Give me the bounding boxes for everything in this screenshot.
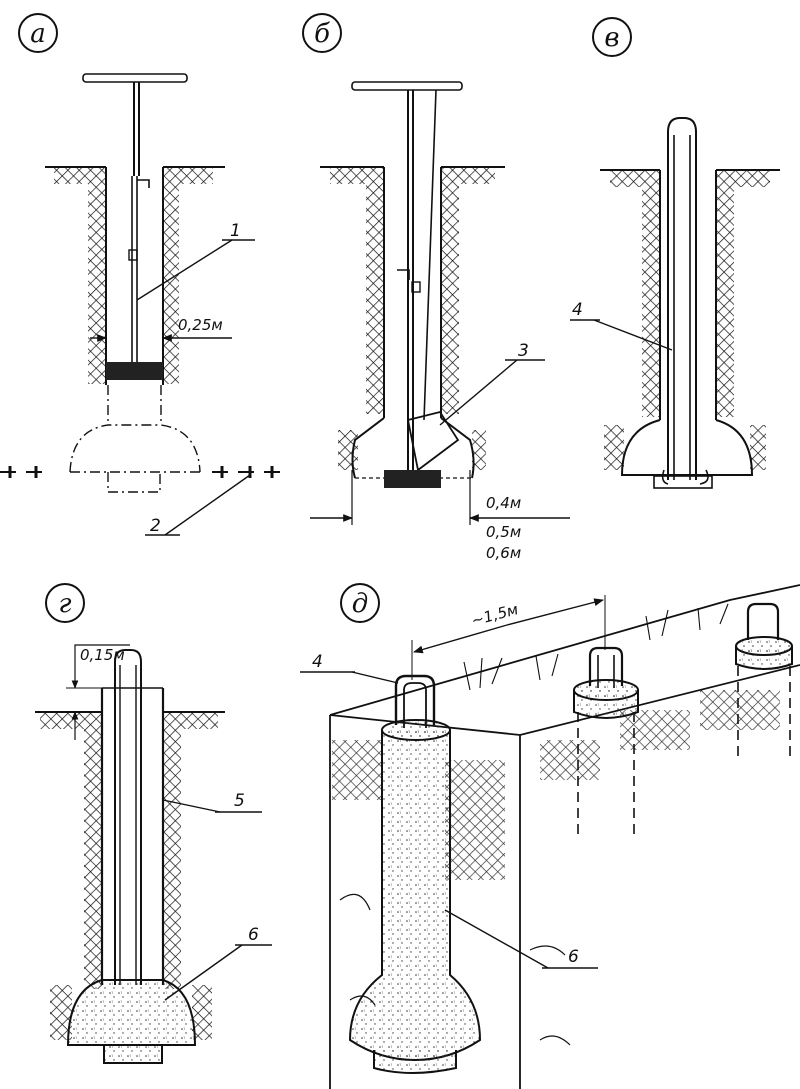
dim-pile-spacing: ~1,5м: [469, 600, 520, 630]
panel-v: в 4: [570, 17, 780, 489]
panel-b-letter: б: [302, 13, 342, 53]
svg-text:г: г: [58, 589, 71, 619]
rebar-cage-v: [653, 117, 713, 489]
callout-5: 5: [234, 791, 245, 811]
dim-shaft-diameter: 0,25м: [178, 316, 223, 334]
dim-base-diameter-3: 0,6м: [486, 544, 521, 562]
water-level-marks: [0, 466, 290, 478]
dim-protrusion: 0,15м: [80, 646, 125, 664]
drill-tool-a: [82, 73, 188, 380]
panel-g-letter: г: [45, 583, 85, 623]
callout-3: 3: [518, 341, 529, 361]
panel-v-letter: в: [592, 17, 632, 57]
svg-text:в: в: [604, 23, 619, 53]
callout-4-d: 4: [312, 652, 323, 672]
concrete-pile-secondary-1: [573, 646, 639, 840]
concrete-pile-secondary-2: [735, 602, 793, 760]
panel-d: д: [300, 583, 800, 1089]
callout-6-d: 6: [568, 947, 579, 967]
reamer-tool-b: [351, 81, 463, 488]
dim-base-diameter-2: 0,5м: [486, 523, 521, 541]
svg-text:б: б: [314, 19, 330, 49]
panel-b: б 3 0,: [302, 13, 570, 562]
svg-text:а: а: [30, 19, 46, 49]
svg-text:д: д: [352, 589, 368, 619]
panel-a: а: [0, 13, 290, 536]
callout-1: 1: [230, 221, 241, 241]
panel-d-letter: д: [340, 583, 380, 623]
panel-a-letter: а: [18, 13, 58, 53]
dim-base-diameter-1: 0,4м: [486, 494, 521, 512]
panel-g: г 0,15м 5 6: [35, 583, 272, 1064]
callout-2: 2: [150, 516, 161, 536]
callout-4-v: 4: [572, 300, 583, 320]
cavity-outline-a: [69, 385, 201, 493]
callout-6-g: 6: [248, 925, 259, 945]
